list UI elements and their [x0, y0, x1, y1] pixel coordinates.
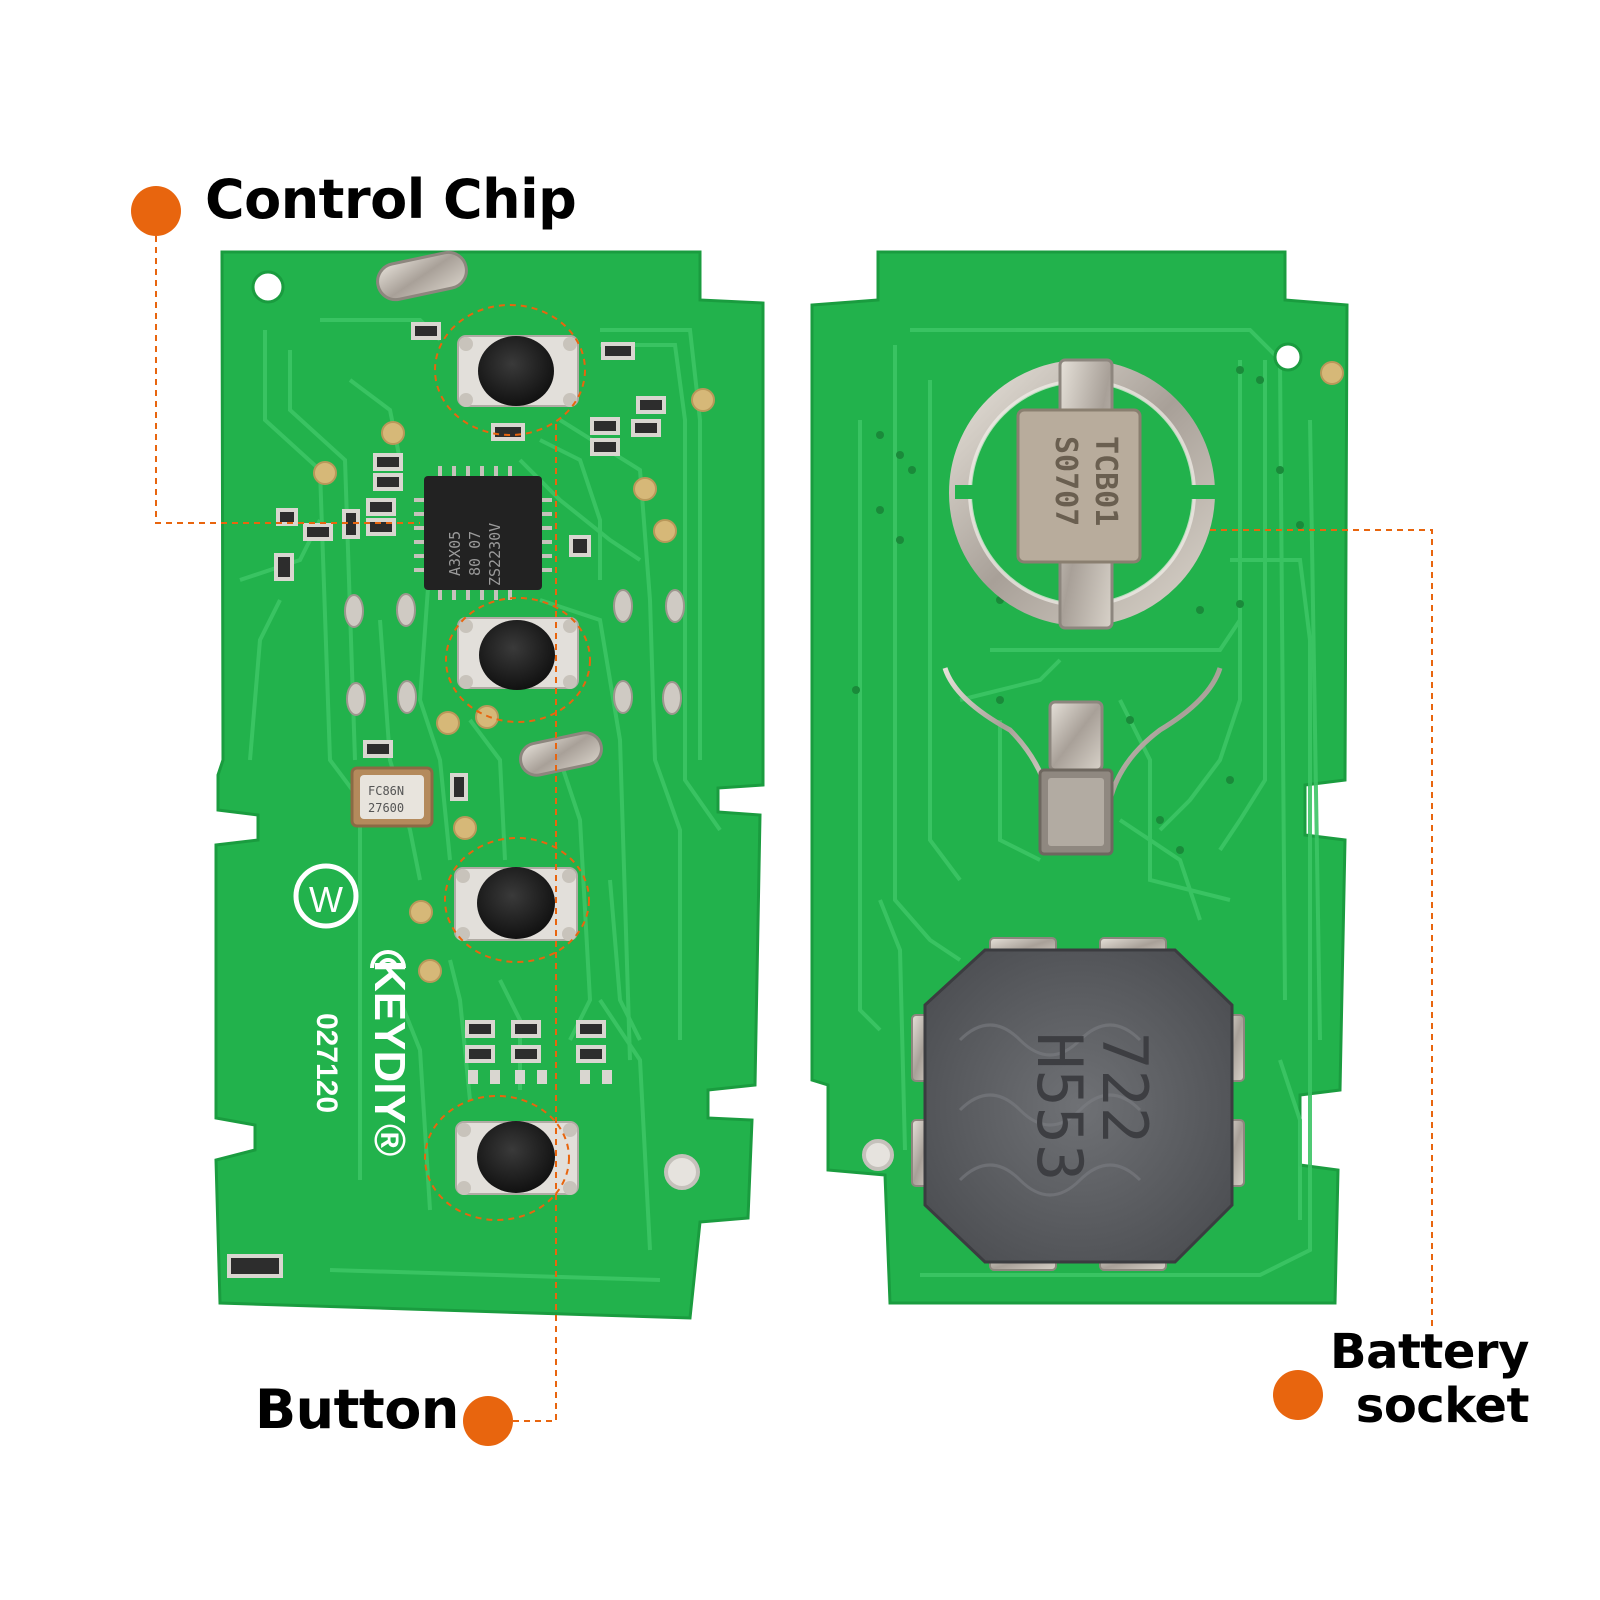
chip-body: [424, 476, 542, 590]
chip-marking-2: 80 07: [466, 531, 484, 576]
epoxy-module: 722 H553: [911, 937, 1245, 1271]
battery-socket-label: Battery socket: [1330, 1325, 1529, 1433]
brand-text: KEYDIY®: [365, 960, 414, 1156]
model-text: 027120: [310, 1013, 343, 1113]
button-label: Button: [255, 1378, 459, 1441]
callout-dot: [1273, 1370, 1323, 1420]
metal-contact: [376, 250, 468, 302]
callout-dot: [131, 186, 181, 236]
gold-test-pads: [313, 388, 715, 983]
back-pcb: TCB01 S0707: [810, 250, 1349, 1305]
crystal-marking-1: FC86N: [368, 784, 404, 798]
tactile-button-1: [457, 335, 579, 407]
callout-control-chip: [131, 186, 420, 524]
brand-silkscreen: KEYDIY®: [365, 960, 414, 1156]
battery-tab-marking-1: TCB01: [1088, 436, 1123, 526]
tactile-button-3: [454, 867, 578, 941]
gold-test-pad: [1320, 361, 1344, 385]
mount-hole: [664, 1154, 700, 1190]
w-logo-letter: W: [309, 879, 343, 920]
smd-components: [227, 322, 685, 1278]
button-actuator: [477, 1121, 555, 1193]
metal-contact: [519, 731, 603, 777]
button-actuator: [477, 867, 555, 939]
epoxy-marking-1: 722: [1088, 1032, 1161, 1144]
mount-hole: [1273, 342, 1303, 372]
battery-tab: [1016, 408, 1142, 564]
crystal-marking-2: 27600: [368, 801, 404, 815]
battery-socket: TCB01 S0707: [949, 358, 1217, 630]
callout-dot: [463, 1396, 513, 1446]
front-pcb: A3X05 80 07 ZS2230V: [214, 250, 765, 1320]
callout-button: [463, 420, 557, 1446]
callout-battery-socket: [1210, 529, 1433, 1420]
w-logo: W: [293, 863, 359, 929]
battery-tab-marking-2: S0707: [1048, 436, 1083, 526]
wireless-icon: [370, 950, 406, 969]
mount-hole: [862, 1139, 894, 1171]
epoxy-marking-2: H553: [1023, 1032, 1096, 1181]
mount-hole: [251, 270, 285, 304]
battery-socket-label-line1: Battery: [1330, 1324, 1529, 1380]
button-actuator: [478, 336, 554, 406]
tactile-button-4: [455, 1121, 579, 1195]
back-traces: [858, 328, 1322, 1277]
button-actuator: [479, 620, 555, 690]
highlight-circles: [424, 304, 591, 1221]
chip-marking-1: A3X05: [446, 531, 464, 576]
tactile-button-2: [457, 617, 579, 690]
chip-marking-3: ZS2230V: [486, 523, 504, 586]
battery-socket-label-line2: socket: [1355, 1378, 1530, 1434]
model-silkscreen: 027120: [310, 1013, 343, 1113]
crystal-oscillator: FC86N 27600: [350, 766, 434, 828]
control-chip-label: Control Chip: [205, 168, 577, 231]
spring-contact: [942, 667, 1223, 856]
control-chip: A3X05 80 07 ZS2230V: [414, 466, 552, 600]
